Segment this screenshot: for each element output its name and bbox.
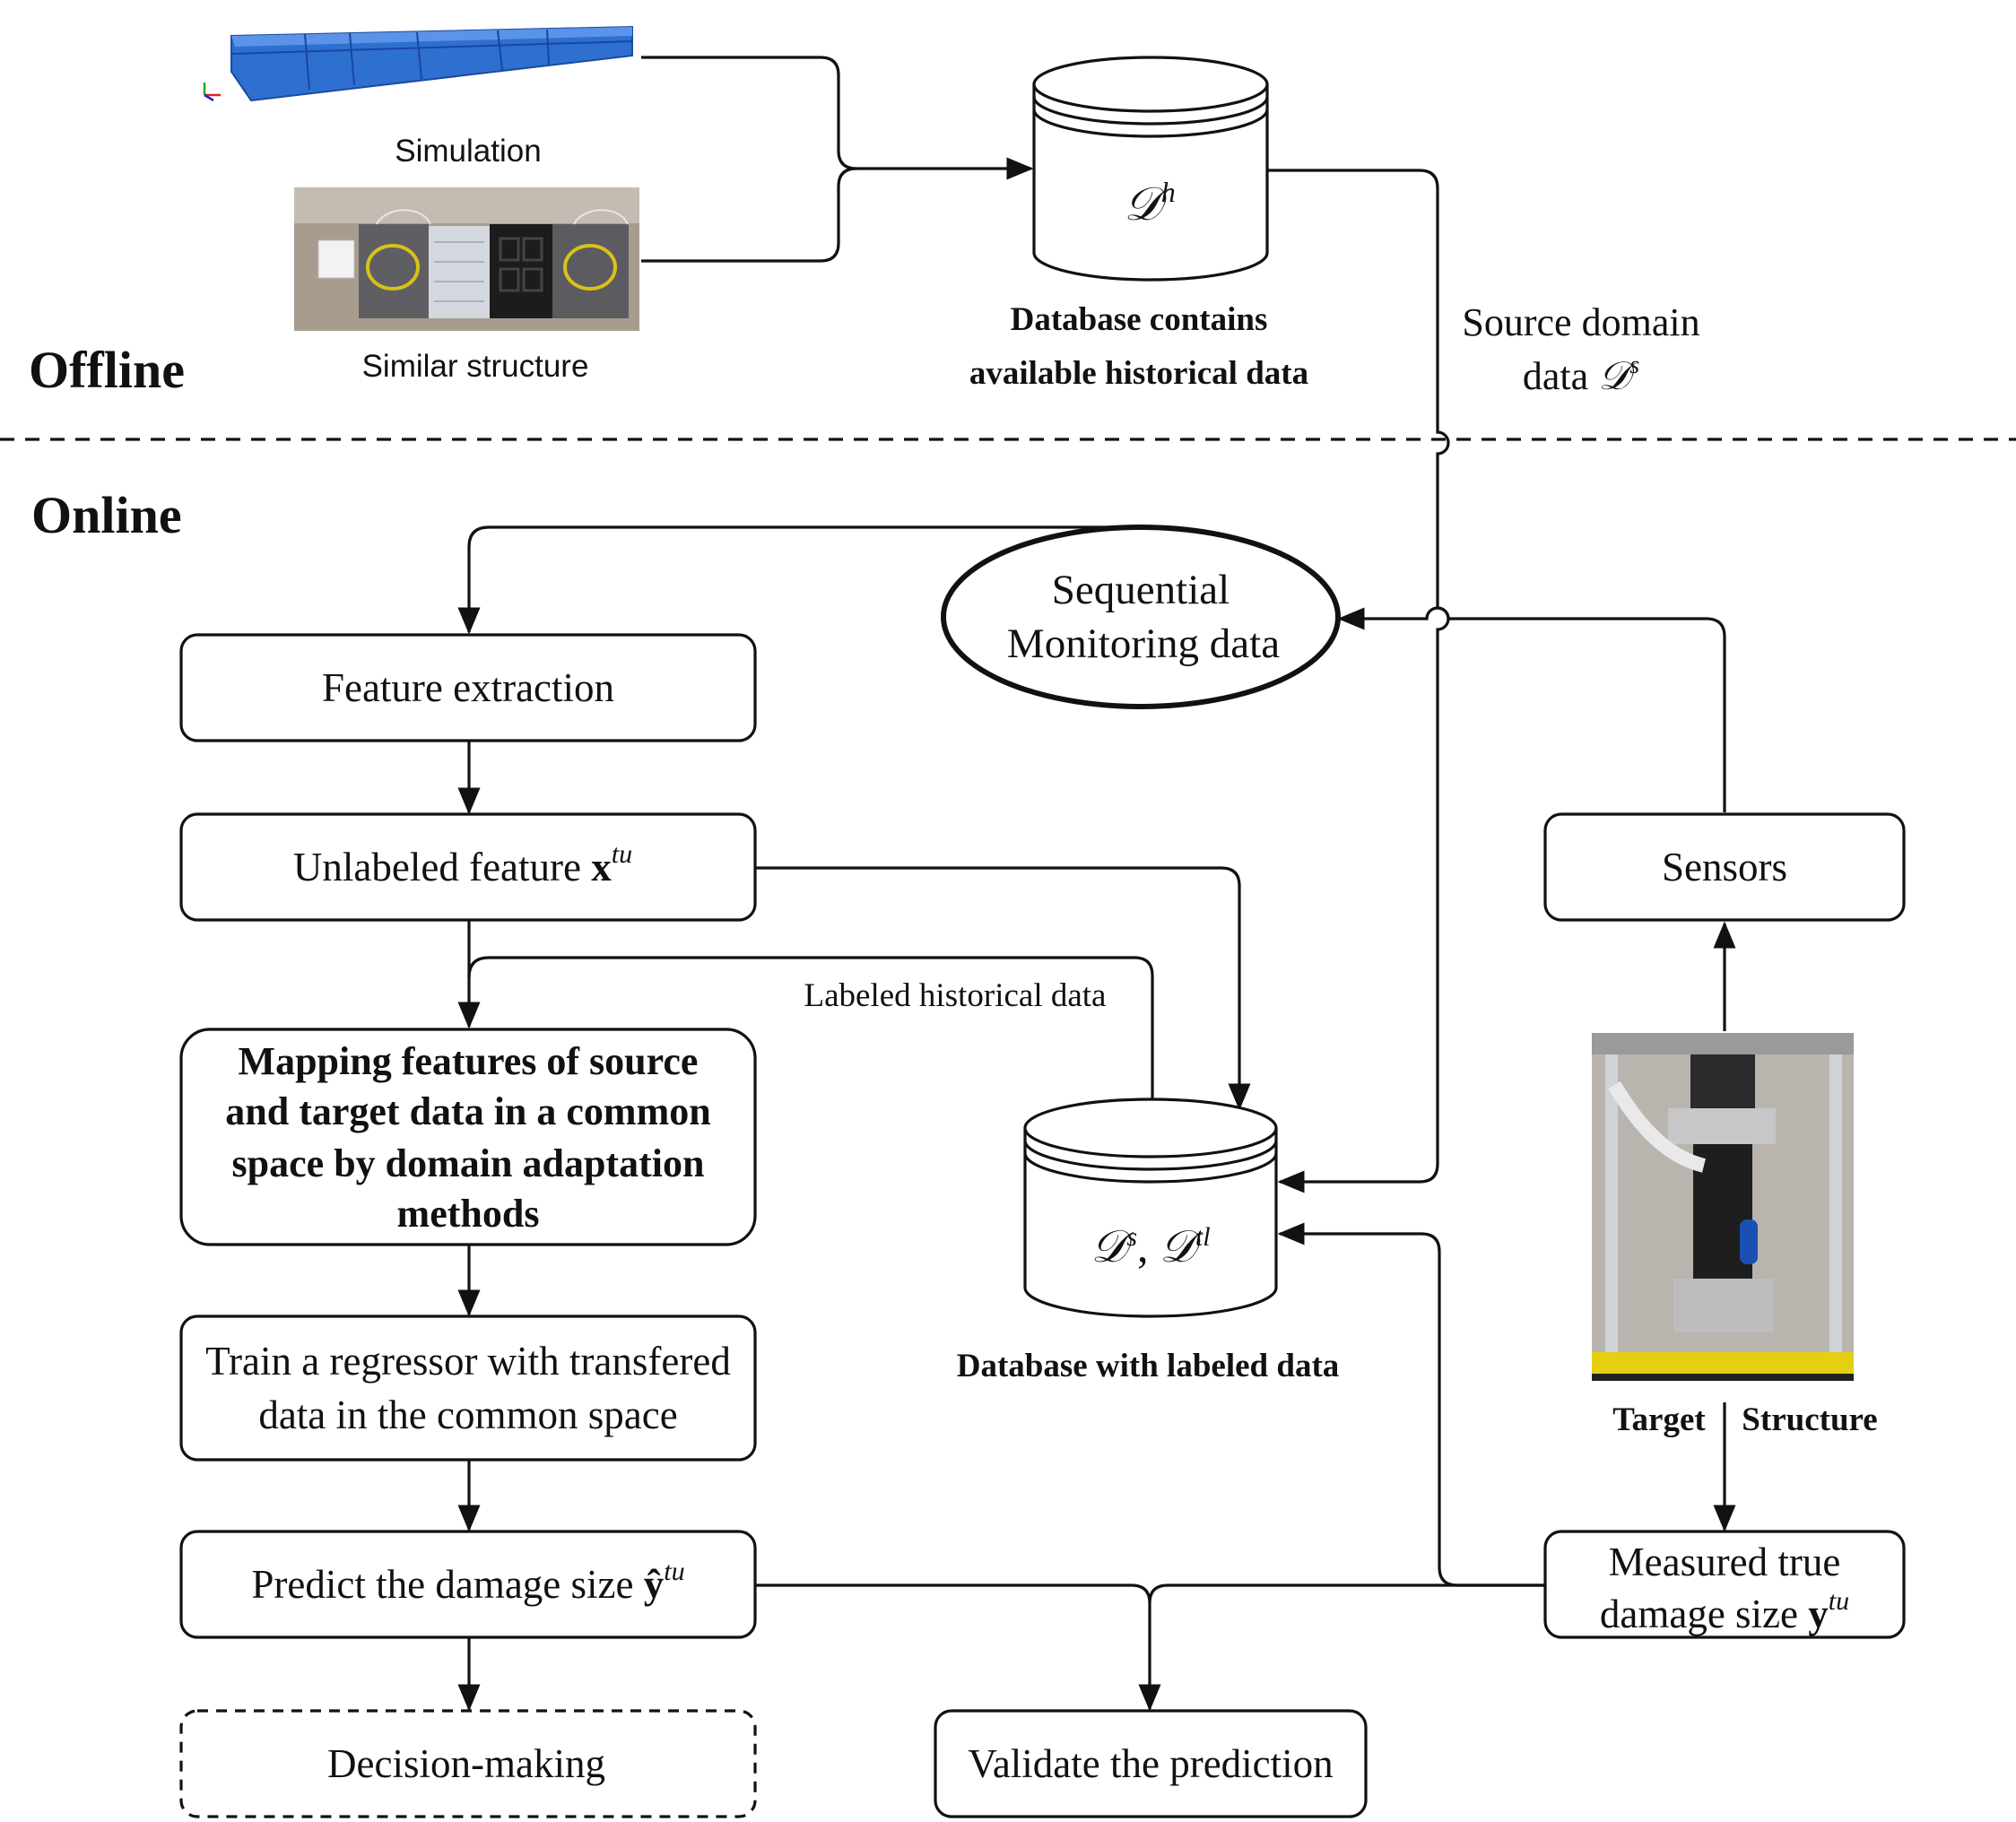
validate-prediction-box [934,1709,1368,1818]
target-structure-label-left: Target [1612,1401,1706,1438]
offline-section-label: Offline [29,341,185,399]
predict-to-validate-arrow [755,1583,1161,1712]
decision-making-box [179,1709,757,1818]
historical-database-cylinder [1032,56,1269,282]
decision-making-label: Decision-making [327,1741,605,1786]
monitoring-to-feature-extraction-arrow [457,525,1141,635]
sensors-box [1543,812,1906,922]
simulation-image [203,25,633,102]
target-structure-image [1592,1033,1854,1381]
sequential-monitoring-line2: Monitoring data [1007,620,1280,667]
mapping-line4: methods [397,1192,540,1236]
simulation-to-database-arrow [641,56,1034,180]
target-structure-label-right: Structure [1742,1401,1877,1438]
sensors-label: Sensors [1662,845,1787,889]
labeled-database-caption: Database with labeled data [957,1348,1340,1384]
historical-database-caption-line1: Database contains [1011,301,1268,338]
similar-structure-image [294,187,639,331]
unlabeled-feature-label: Unlabeled feature xtu [293,839,632,889]
measured-to-labeled-database-arrow [1277,1222,1545,1587]
labeled-historical-data-label: Labeled historical data [804,977,1107,1014]
similar-structure-label: Similar structure [362,349,589,384]
mapping-line3: space by domain adaptation [232,1141,705,1185]
unlabeled-feature-to-labeled-database-arrow [755,866,1251,1111]
measured-true-damage-size-box [1543,1530,1906,1639]
train-regressor-box [179,1314,757,1462]
source-domain-data-arrow [1267,169,1450,1193]
labeled-database-symbol: 𝒟s, 𝒟tl [1091,1221,1210,1271]
measured-line1: Measured true [1609,1540,1841,1584]
measured-line2: damage size ytu [1600,1586,1849,1636]
train-line2: data in the common space [258,1393,677,1437]
simulation-label: Simulation [395,134,541,169]
labeled-database-cylinder [1023,1098,1278,1318]
feature-extraction-label: Feature extraction [322,665,614,710]
source-domain-label-line2: data 𝒟s [1523,351,1639,398]
source-domain-label-line1: Source domain [1462,300,1699,344]
online-section-label: Online [31,486,182,544]
sensors-to-monitoring-arrow [1337,606,1726,812]
mapping-line1: Mapping features of source [239,1039,699,1083]
similar-structure-to-database-arrow [641,167,857,263]
validate-prediction-label: Validate the prediction [968,1741,1333,1786]
measured-to-validate-line [1148,1583,1545,1604]
predict-label: Predict the damage size ŷtu [251,1557,684,1607]
train-line1: Train a regressor with transfered [205,1339,731,1384]
sequential-monitoring-line1: Sequential [1052,567,1230,613]
sequential-monitoring-data-node [941,525,1341,709]
historical-database-caption-line2: available historical data [969,355,1308,392]
mapping-line2: and target data in a common [225,1089,710,1133]
